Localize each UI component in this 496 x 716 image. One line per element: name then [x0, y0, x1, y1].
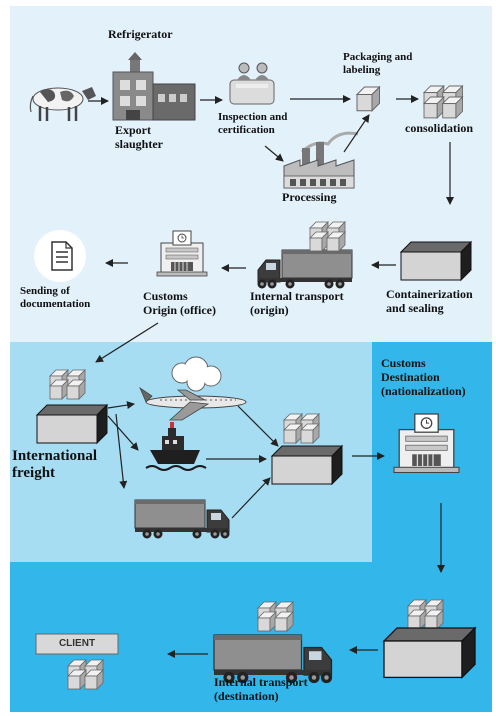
label-packaging-labeling: Packaging and labeling — [343, 51, 413, 76]
cattle-icon — [29, 87, 96, 121]
inspection-icon — [229, 62, 275, 105]
export-region-band — [10, 6, 492, 342]
label-refrigerator: Refrigerator — [108, 27, 173, 41]
delivery-container-icon — [383, 627, 476, 679]
flow-arrows — [88, 95, 454, 658]
arrow-freight-to-road — [115, 413, 128, 489]
arrow-processing-to-packaging — [343, 114, 370, 153]
freight-container-icon — [36, 404, 108, 444]
label-internal-transport-destination: Internal transport (destination) — [214, 675, 308, 703]
label-sending-documentation: Sending of documentation — [20, 285, 91, 310]
freight-boxes-icon — [50, 370, 85, 399]
label-international-freight: International freight — [12, 448, 98, 482]
airplane-icon — [139, 386, 247, 421]
sealed-container-icon — [400, 241, 472, 281]
label-customs-origin: Customs Origin (office) — [143, 289, 216, 317]
truck-cargo-boxes-icon — [310, 222, 345, 251]
client-boxes-icon — [68, 660, 103, 689]
arrow-freight-to-sea — [107, 415, 139, 451]
arrow-customs-to-freight — [95, 322, 159, 363]
label-consolidation: consolidation — [405, 121, 474, 135]
label-customs-destination: Customs Destination (nationalization) — [381, 356, 466, 398]
arrow-freight-to-air — [107, 401, 135, 410]
label-export-slaughter: Export slaughter — [115, 123, 163, 151]
arrow-inspection-to-processing — [264, 145, 284, 162]
client-sign — [35, 633, 119, 655]
arrow-air-to-arrival — [237, 405, 279, 447]
consolidated-boxes-icon — [424, 86, 463, 118]
arrival-boxes-icon — [284, 414, 319, 443]
arrow-road-to-arrival — [231, 477, 271, 519]
slaughterhouse-icon — [112, 52, 196, 121]
label-containerization: Containerization and sealing — [386, 287, 473, 315]
destination-truck-boxes-icon — [258, 602, 293, 631]
label-inspection-certification: Inspection and certification — [218, 111, 288, 136]
delivery-boxes-icon — [408, 600, 443, 629]
label-processing: Processing — [282, 190, 337, 204]
documentation-icon — [34, 230, 86, 282]
processing-plant-icon — [283, 131, 359, 189]
ship-icon — [145, 422, 207, 471]
packaging-box-icon — [356, 86, 380, 112]
label-client: CLIENT — [58, 638, 96, 649]
label-internal-transport-origin: Internal transport (origin) — [250, 289, 344, 317]
arrival-container-icon — [271, 445, 343, 485]
cloud-icon — [171, 356, 222, 392]
